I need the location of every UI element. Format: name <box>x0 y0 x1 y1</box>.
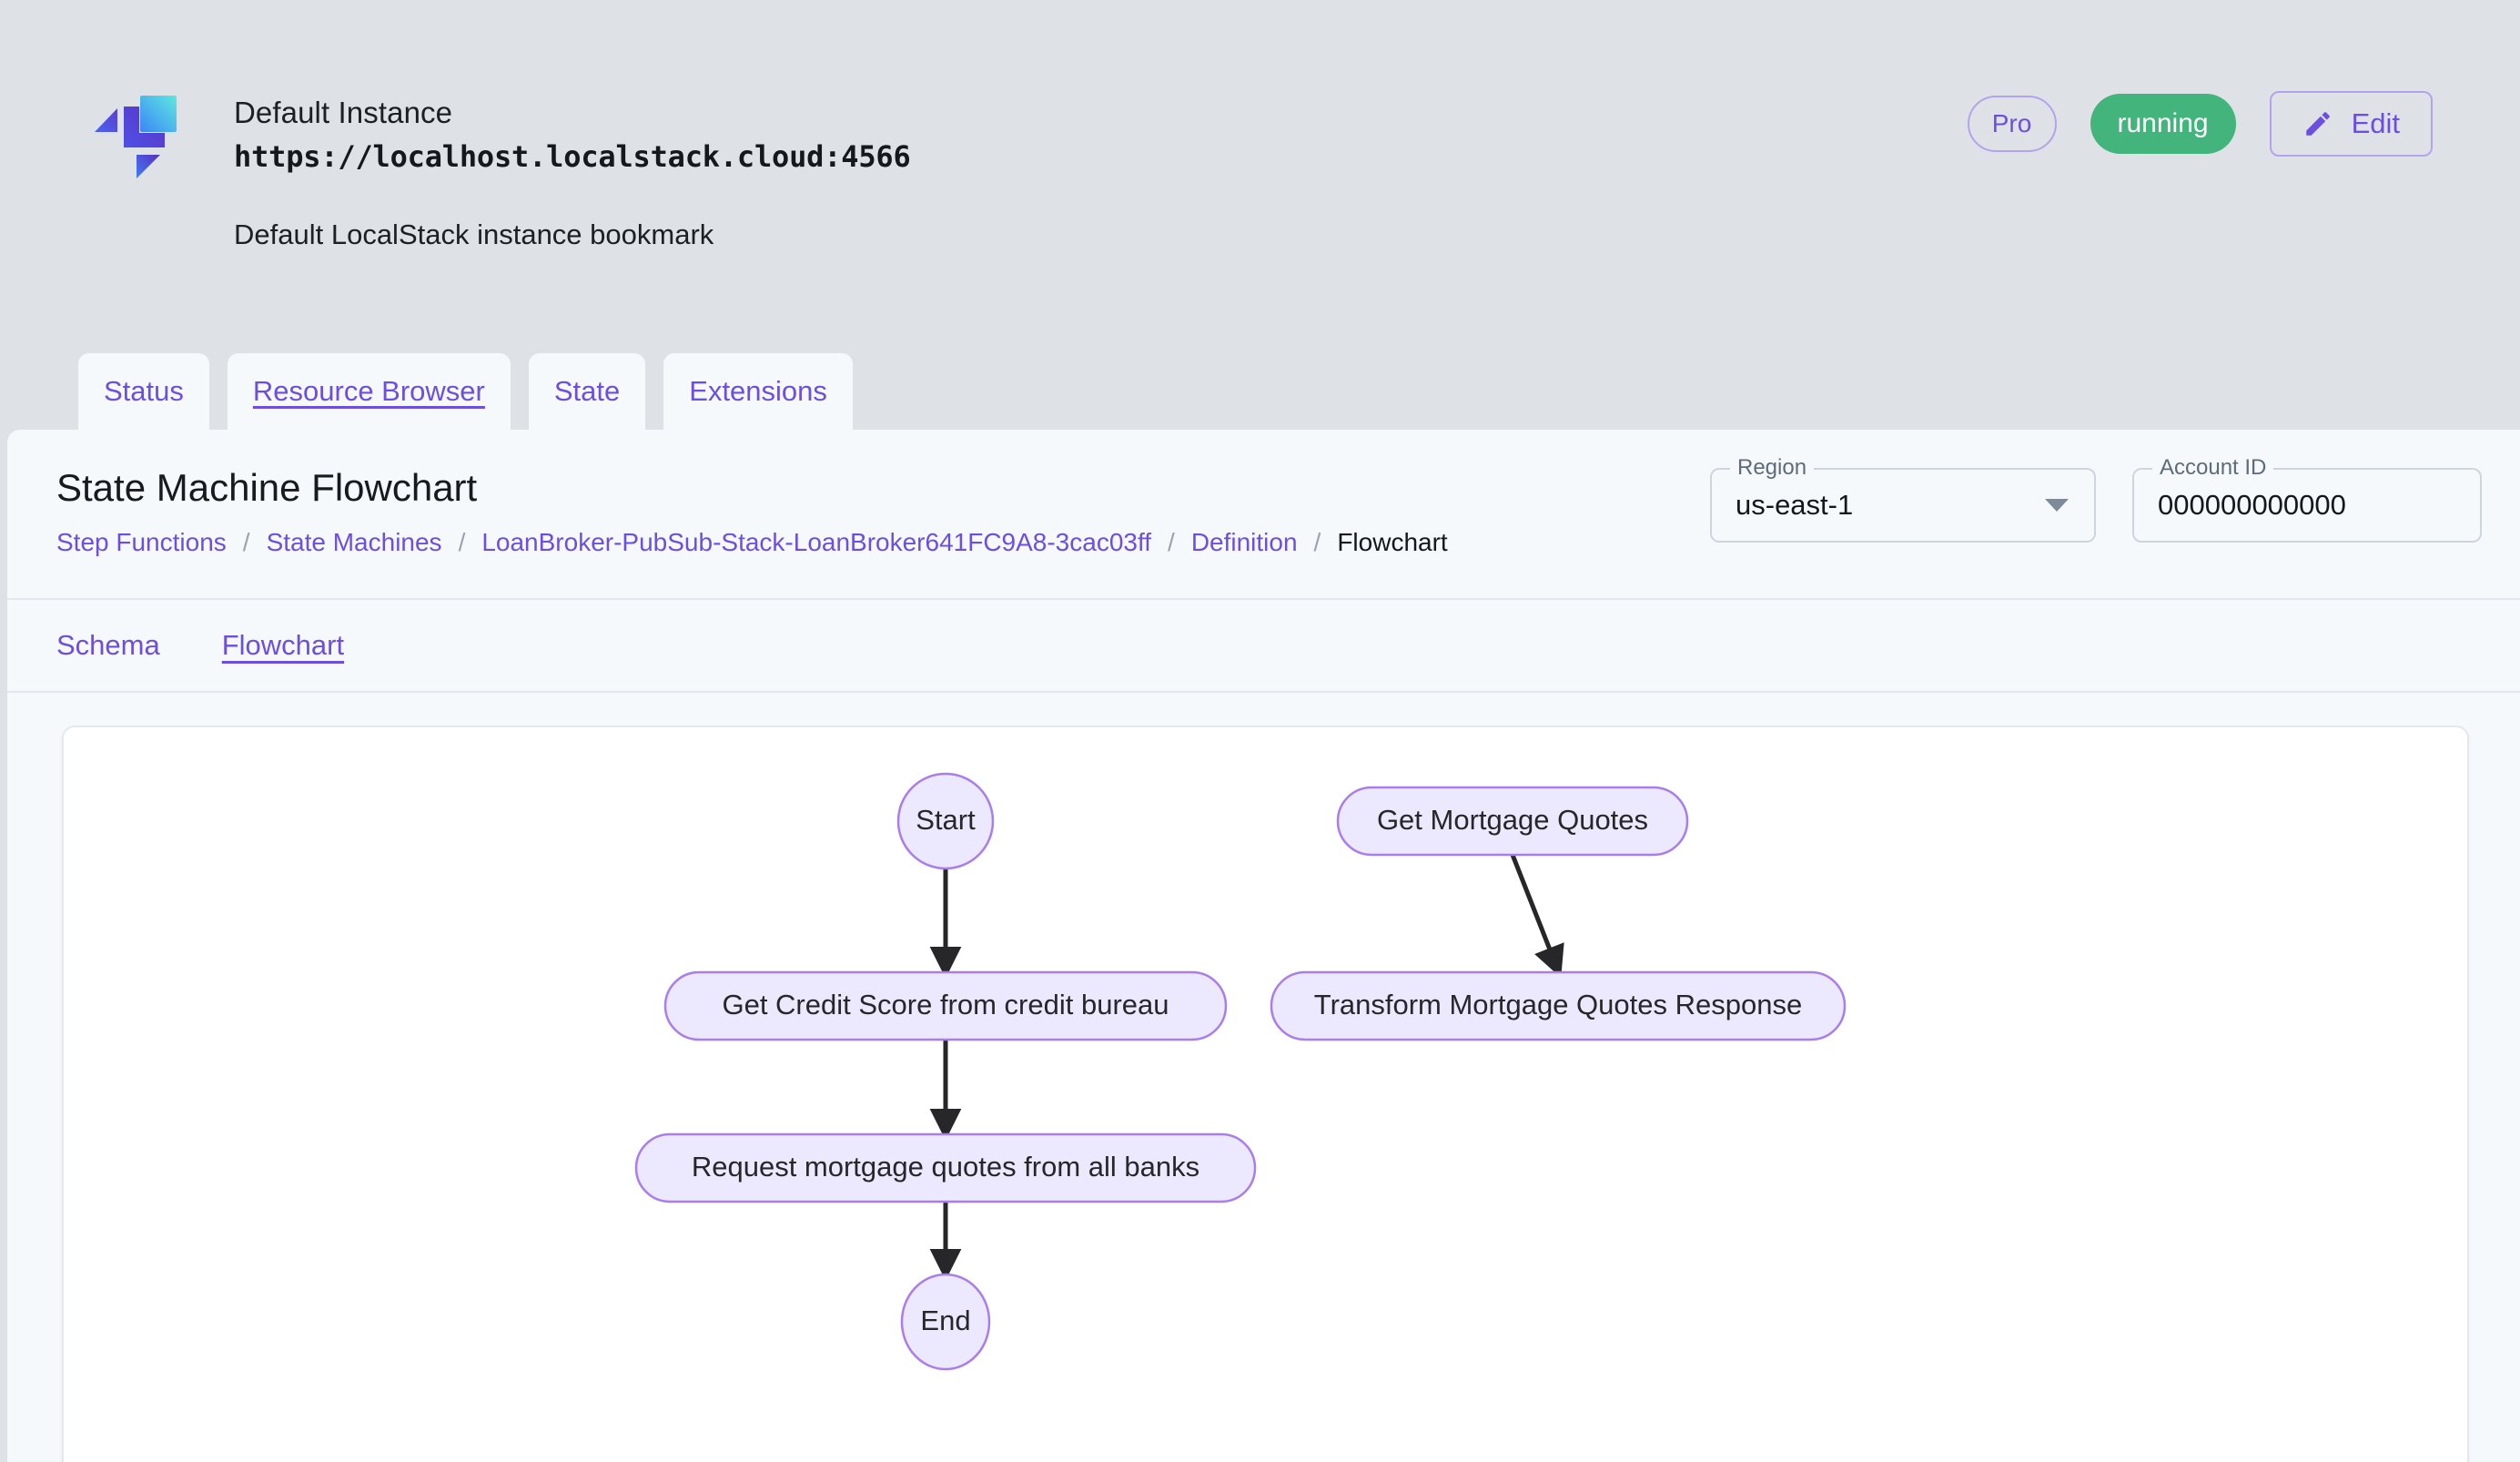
flow-node[interactable]: Start <box>896 772 995 870</box>
breadcrumb-separator: / <box>1313 528 1321 556</box>
breadcrumb-item-step-functions[interactable]: Step Functions <box>56 528 227 556</box>
tab-resource-browser[interactable]: Resource Browser <box>227 353 511 430</box>
breadcrumb-separator: / <box>242 528 250 556</box>
flow-edge <box>1510 854 1564 979</box>
tab-state[interactable]: State <box>528 353 646 430</box>
subtab-flowchart[interactable]: Flowchart <box>221 629 345 661</box>
edit-button[interactable]: Edit <box>2269 91 2433 157</box>
flow-node-shape <box>1270 970 1847 1041</box>
tab-status[interactable]: Status <box>78 353 209 430</box>
flow-node-shape <box>896 772 995 870</box>
breadcrumb-item-definition[interactable]: Definition <box>1190 528 1298 556</box>
pro-badge[interactable]: Pro <box>1967 96 2057 152</box>
flow-node-shape <box>634 1132 1257 1203</box>
flow-node[interactable]: Get Credit Score from credit bureau <box>663 970 1228 1041</box>
pencil-icon <box>2302 108 2333 139</box>
breadcrumb: Step Functions / State Machines / LoanBr… <box>56 528 1448 557</box>
breadcrumb-separator: / <box>458 528 466 556</box>
flow-node-label: Request mortgage quotes from all banks <box>692 1151 1199 1183</box>
account-id-label: Account ID <box>2152 455 2274 481</box>
subtab-schema[interactable]: Schema <box>56 629 160 661</box>
region-label: Region <box>1730 455 1815 481</box>
flow-node[interactable]: Request mortgage quotes from all banks <box>634 1132 1257 1203</box>
header-actions: Pro running Edit <box>1967 91 2433 157</box>
tab-extensions[interactable]: Extensions <box>663 353 853 430</box>
flow-node-label: End <box>920 1305 970 1336</box>
localstack-logo-icon <box>87 87 184 184</box>
flow-node-shape <box>1336 786 1689 857</box>
flow-node-label: Get Mortgage Quotes <box>1377 804 1648 836</box>
flow-node-label: Start <box>916 804 976 836</box>
content-panel: State Machine Flowchart Step Functions /… <box>7 430 2520 1462</box>
page-title: State Machine Flowchart <box>56 466 478 509</box>
instance-description: Default LocalStack instance bookmark <box>234 218 714 250</box>
breadcrumb-separator: / <box>1168 528 1175 556</box>
flow-node-label: Get Credit Score from credit bureau <box>722 989 1169 1020</box>
selectors: Region us-east-1 Account ID 000000000000 <box>1710 455 2482 543</box>
instance-url: https://localhost.localstack.cloud:4566 <box>234 139 911 175</box>
flow-node-shape <box>900 1273 991 1371</box>
region-select[interactable]: Region us-east-1 <box>1710 455 2096 543</box>
flow-node[interactable]: Transform Mortgage Quotes Response <box>1270 970 1847 1041</box>
breadcrumb-item-state-machine-name[interactable]: LoanBroker-PubSub-Stack-LoanBroker641FC9… <box>481 528 1152 556</box>
instance-title: Default Instance <box>234 96 453 129</box>
panel-header: State Machine Flowchart Step Functions /… <box>7 430 2520 600</box>
flow-node[interactable]: Get Mortgage Quotes <box>1336 786 1689 857</box>
chevron-down-icon <box>2045 499 2069 512</box>
status-badge[interactable]: running <box>2090 94 2236 154</box>
edit-button-label: Edit <box>2351 107 2400 139</box>
main-tabbar: Status Resource Browser State Extensions <box>0 353 2520 430</box>
instance-info: Default Instance https://localhost.local… <box>234 94 911 177</box>
left-gutter <box>0 430 7 1462</box>
breadcrumb-item-state-machines[interactable]: State Machines <box>266 528 442 556</box>
breadcrumb-item-flowchart: Flowchart <box>1337 528 1448 556</box>
flow-node[interactable]: End <box>900 1273 991 1371</box>
flow-node-shape <box>663 970 1228 1041</box>
account-id-value: 000000000000 <box>2158 489 2346 521</box>
flow-node-label: Transform Mortgage Quotes Response <box>1314 989 1802 1020</box>
region-value: us-east-1 <box>1736 489 1854 521</box>
sub-tabbar: Schema Flowchart <box>7 600 2520 693</box>
account-id-input[interactable]: Account ID 000000000000 <box>2132 455 2482 543</box>
